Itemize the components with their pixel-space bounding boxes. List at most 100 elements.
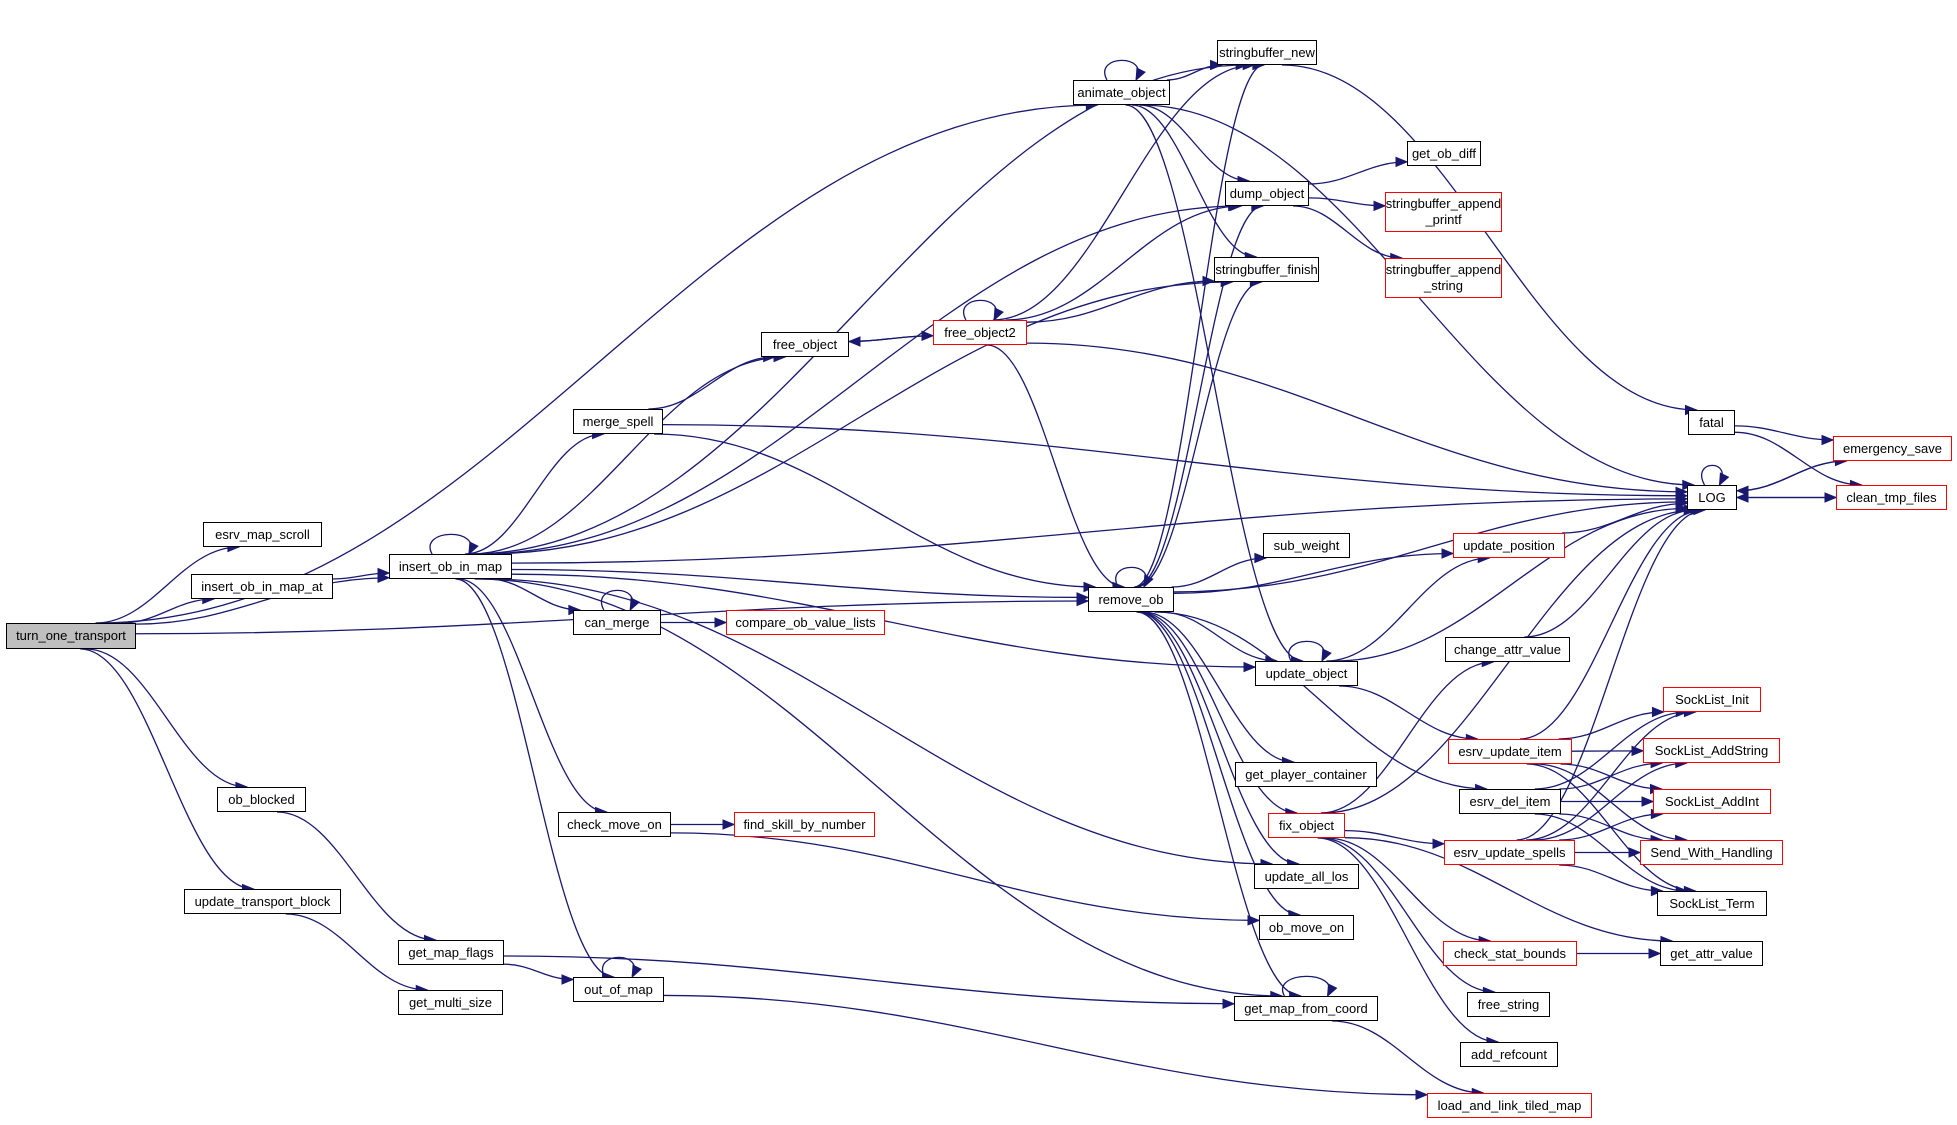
edge-out-of-map-to-load-and-link-tiled-map-arrowhead xyxy=(1415,1089,1429,1101)
edge-update-object-to-update-position xyxy=(1326,557,1490,662)
edge-esrv-update-spells-to-socklist-term-arrowhead xyxy=(1650,885,1664,897)
node-find-skill-by-number[interactable]: find_skill_by_number xyxy=(734,812,875,837)
node-check-move-on[interactable]: check_move_on xyxy=(558,812,671,837)
edge-merge-spell-to-log xyxy=(662,423,1688,497)
node-free-object[interactable]: free_object xyxy=(761,332,849,357)
edge-emergency-save-to-log xyxy=(1736,460,1847,492)
node-out-of-map[interactable]: out_of_map xyxy=(573,977,664,1002)
node-get-multi-size[interactable]: get_multi_size xyxy=(398,990,503,1015)
node-load-and-link-tiled-map[interactable]: load_and_link_tiled_map xyxy=(1427,1093,1592,1118)
node-update-position[interactable]: update_position xyxy=(1453,533,1565,558)
edge-check-move-on-to-ob-move-on-arrowhead xyxy=(1247,915,1261,926)
node-ob-blocked[interactable]: ob_blocked xyxy=(217,787,306,812)
node-free-object2[interactable]: free_object2 xyxy=(933,320,1027,345)
edge-esrv-update-item-to-socklist-init xyxy=(1558,711,1664,740)
node-sub-weight[interactable]: sub_weight xyxy=(1263,533,1350,558)
edge-insert-ob-in-map-to-remove-ob-arrowhead xyxy=(1076,592,1090,603)
edge-free-object2-to-free-object2-arrowhead xyxy=(993,307,1004,322)
edge-out-of-map-to-out-of-map-arrowhead xyxy=(631,964,642,979)
node-update-object[interactable]: update_object xyxy=(1255,661,1358,686)
edge-animate-object-to-update-object xyxy=(1125,104,1303,662)
node-update-all-los[interactable]: update_all_los xyxy=(1254,864,1359,889)
node-socklist-addint[interactable]: SockList_AddInt xyxy=(1653,789,1771,814)
node-clean-tmp-files[interactable]: clean_tmp_files xyxy=(1836,485,1947,510)
edge-emergency-save-to-log-arrowhead xyxy=(1735,485,1749,496)
edge-ob-blocked-to-get-map-flags xyxy=(276,811,436,941)
node-can-merge[interactable]: can_merge xyxy=(573,610,661,635)
edge-esrv-update-spells-to-socklist-addint xyxy=(1559,813,1663,841)
node-log[interactable]: LOG xyxy=(1687,485,1737,510)
edge-insert-ob-in-map-to-update-all-los xyxy=(485,578,1272,865)
node-dump-object[interactable]: dump_object xyxy=(1225,181,1309,206)
node-merge-spell[interactable]: merge_spell xyxy=(573,409,663,434)
edge-insert-ob-in-map-to-stringbuffer-new xyxy=(470,64,1248,555)
node-get-map-flags[interactable]: get_map_flags xyxy=(398,940,504,965)
edge-esrv-del-item-to-socklist-addint-arrowhead xyxy=(1641,796,1655,807)
node-get-attr-value[interactable]: get_attr_value xyxy=(1660,941,1763,966)
edge-update-object-to-esrv-update-item xyxy=(1339,685,1478,740)
edge-log-to-log-arrowhead xyxy=(1718,472,1730,487)
node-stringbuffer-finish[interactable]: stringbuffer_finish xyxy=(1214,257,1319,282)
edge-fix-object-to-esrv-update-spells xyxy=(1344,829,1445,845)
node-free-string[interactable]: free_string xyxy=(1467,992,1550,1017)
edge-insert-ob-in-map-to-update-object-arrowhead xyxy=(1243,661,1257,673)
node-get-map-from-coord[interactable]: get_map_from_coord xyxy=(1234,996,1378,1021)
edge-dump-object-to-stringbuffer-append-string xyxy=(1293,205,1402,259)
edge-stringbuffer-new-to-fatal xyxy=(1282,64,1697,411)
node-fix-object[interactable]: fix_object xyxy=(1268,813,1345,838)
edge-merge-spell-to-remove-ob xyxy=(654,433,1095,588)
node-get-ob-diff[interactable]: get_ob_diff xyxy=(1407,141,1481,166)
node-stringbuffer-append-printf[interactable]: stringbuffer_append _printf xyxy=(1385,192,1502,232)
node-compare-ob-value-lists[interactable]: compare_ob_value_lists xyxy=(726,610,885,635)
node-socklist-term[interactable]: SockList_Term xyxy=(1657,891,1767,916)
edge-animate-object-to-animate-object xyxy=(1104,59,1139,81)
node-animate-object[interactable]: animate_object xyxy=(1073,80,1170,105)
edge-get-map-flags-to-out-of-map-arrowhead xyxy=(561,974,575,985)
node-send-with-handling[interactable]: Send_With_Handling xyxy=(1640,840,1783,865)
node-remove-ob[interactable]: remove_ob xyxy=(1088,587,1174,612)
edge-insert-ob-in-map-to-out-of-map xyxy=(455,578,614,978)
edge-get-map-from-coord-to-get-map-from-coord-arrowhead xyxy=(1327,983,1338,998)
node-socklist-init[interactable]: SockList_Init xyxy=(1663,687,1761,712)
edge-update-object-to-update-object-arrowhead xyxy=(1321,648,1332,663)
edge-insert-ob-in-map-to-insert-ob-in-map-arrowhead xyxy=(468,541,479,556)
edge-insert-ob-in-map-to-merge-spell xyxy=(464,433,604,555)
edge-get-map-from-coord-to-load-and-link-tiled-map xyxy=(1332,1020,1484,1094)
node-socklist-addstring[interactable]: SockList_AddString xyxy=(1643,738,1780,763)
node-esrv-del-item[interactable]: esrv_del_item xyxy=(1459,789,1561,814)
node-esrv-map-scroll[interactable]: esrv_map_scroll xyxy=(203,522,322,547)
node-insert-ob-in-map[interactable]: insert_ob_in_map xyxy=(389,554,512,579)
edge-update-object-to-log xyxy=(1335,507,1688,662)
node-stringbuffer-new[interactable]: stringbuffer_new xyxy=(1217,40,1317,65)
edge-turn-one-transport-to-update-transport-block xyxy=(80,648,254,890)
edge-free-object2-to-log-arrowhead xyxy=(1675,486,1689,498)
edge-esrv-update-spells-to-socklist-term xyxy=(1559,864,1663,892)
node-stringbuffer-append-string[interactable]: stringbuffer_append _string xyxy=(1385,258,1502,298)
edge-esrv-update-spells-to-socklist-init xyxy=(1526,711,1696,841)
edge-remove-ob-to-esrv-del-item xyxy=(1154,611,1487,790)
node-check-stat-bounds[interactable]: check_stat_bounds xyxy=(1443,941,1577,966)
edge-esrv-update-spells-to-socklist-addstring xyxy=(1534,762,1687,841)
node-esrv-update-spells[interactable]: esrv_update_spells xyxy=(1444,840,1575,865)
edge-check-move-on-to-find-skill-by-number-arrowhead xyxy=(722,819,736,830)
node-change-attr-value[interactable]: change_attr_value xyxy=(1445,637,1570,662)
edge-can-merge-to-compare-ob-value-lists-arrowhead xyxy=(714,617,728,628)
edge-fix-object-to-get-attr-value xyxy=(1344,837,1672,942)
edge-remove-ob-to-remove-ob xyxy=(1115,566,1147,588)
node-emergency-save[interactable]: emergency_save xyxy=(1833,436,1952,461)
node-ob-move-on[interactable]: ob_move_on xyxy=(1259,915,1354,940)
node-get-player-container[interactable]: get_player_container xyxy=(1235,762,1377,787)
edge-remove-ob-to-stringbuffer-finish xyxy=(1136,281,1262,588)
node-add-refcount[interactable]: add_refcount xyxy=(1460,1042,1558,1067)
node-insert-ob-in-map-at[interactable]: insert_ob_in_map_at xyxy=(191,574,333,599)
edge-fatal-to-emergency-save-arrowhead xyxy=(1821,434,1835,446)
edge-esrv-update-item-to-socklist-init-arrowhead xyxy=(1651,706,1665,718)
node-update-transport-block[interactable]: update_transport_block xyxy=(184,889,341,914)
edge-remove-ob-to-ob-move-on xyxy=(1137,611,1300,916)
edge-insert-ob-in-map-to-insert-ob-in-map xyxy=(429,533,472,555)
node-fatal[interactable]: fatal xyxy=(1688,410,1735,435)
node-esrv-update-item[interactable]: esrv_update_item xyxy=(1448,739,1572,764)
edge-fix-object-to-esrv-update-spells-arrowhead xyxy=(1432,838,1446,850)
edge-remove-ob-to-stringbuffer-new xyxy=(1134,64,1264,588)
edge-dump-object-to-get-ob-diff xyxy=(1308,161,1408,185)
